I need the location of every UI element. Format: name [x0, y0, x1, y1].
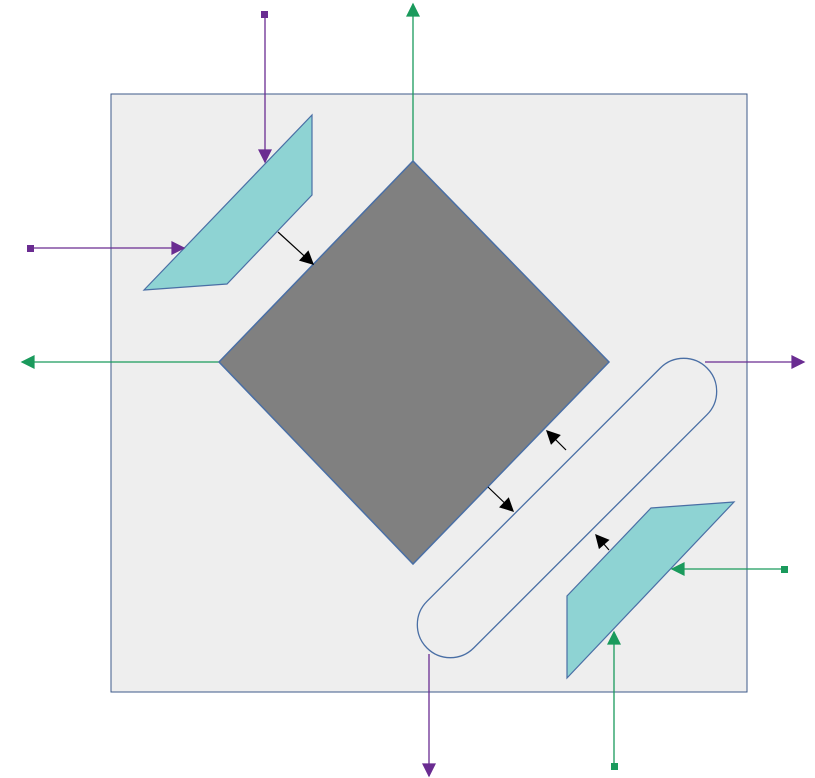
input-source-marker-top: [261, 11, 268, 18]
plate-to-core-arrow: [546, 430, 567, 451]
prism-to-plate-arrow: [595, 533, 610, 551]
central-core-diamond: [217, 159, 611, 566]
input-source-marker-right: [781, 566, 788, 573]
core-to-plate-arrow: [487, 486, 515, 512]
prism-to-core-arrow: [277, 231, 315, 265]
